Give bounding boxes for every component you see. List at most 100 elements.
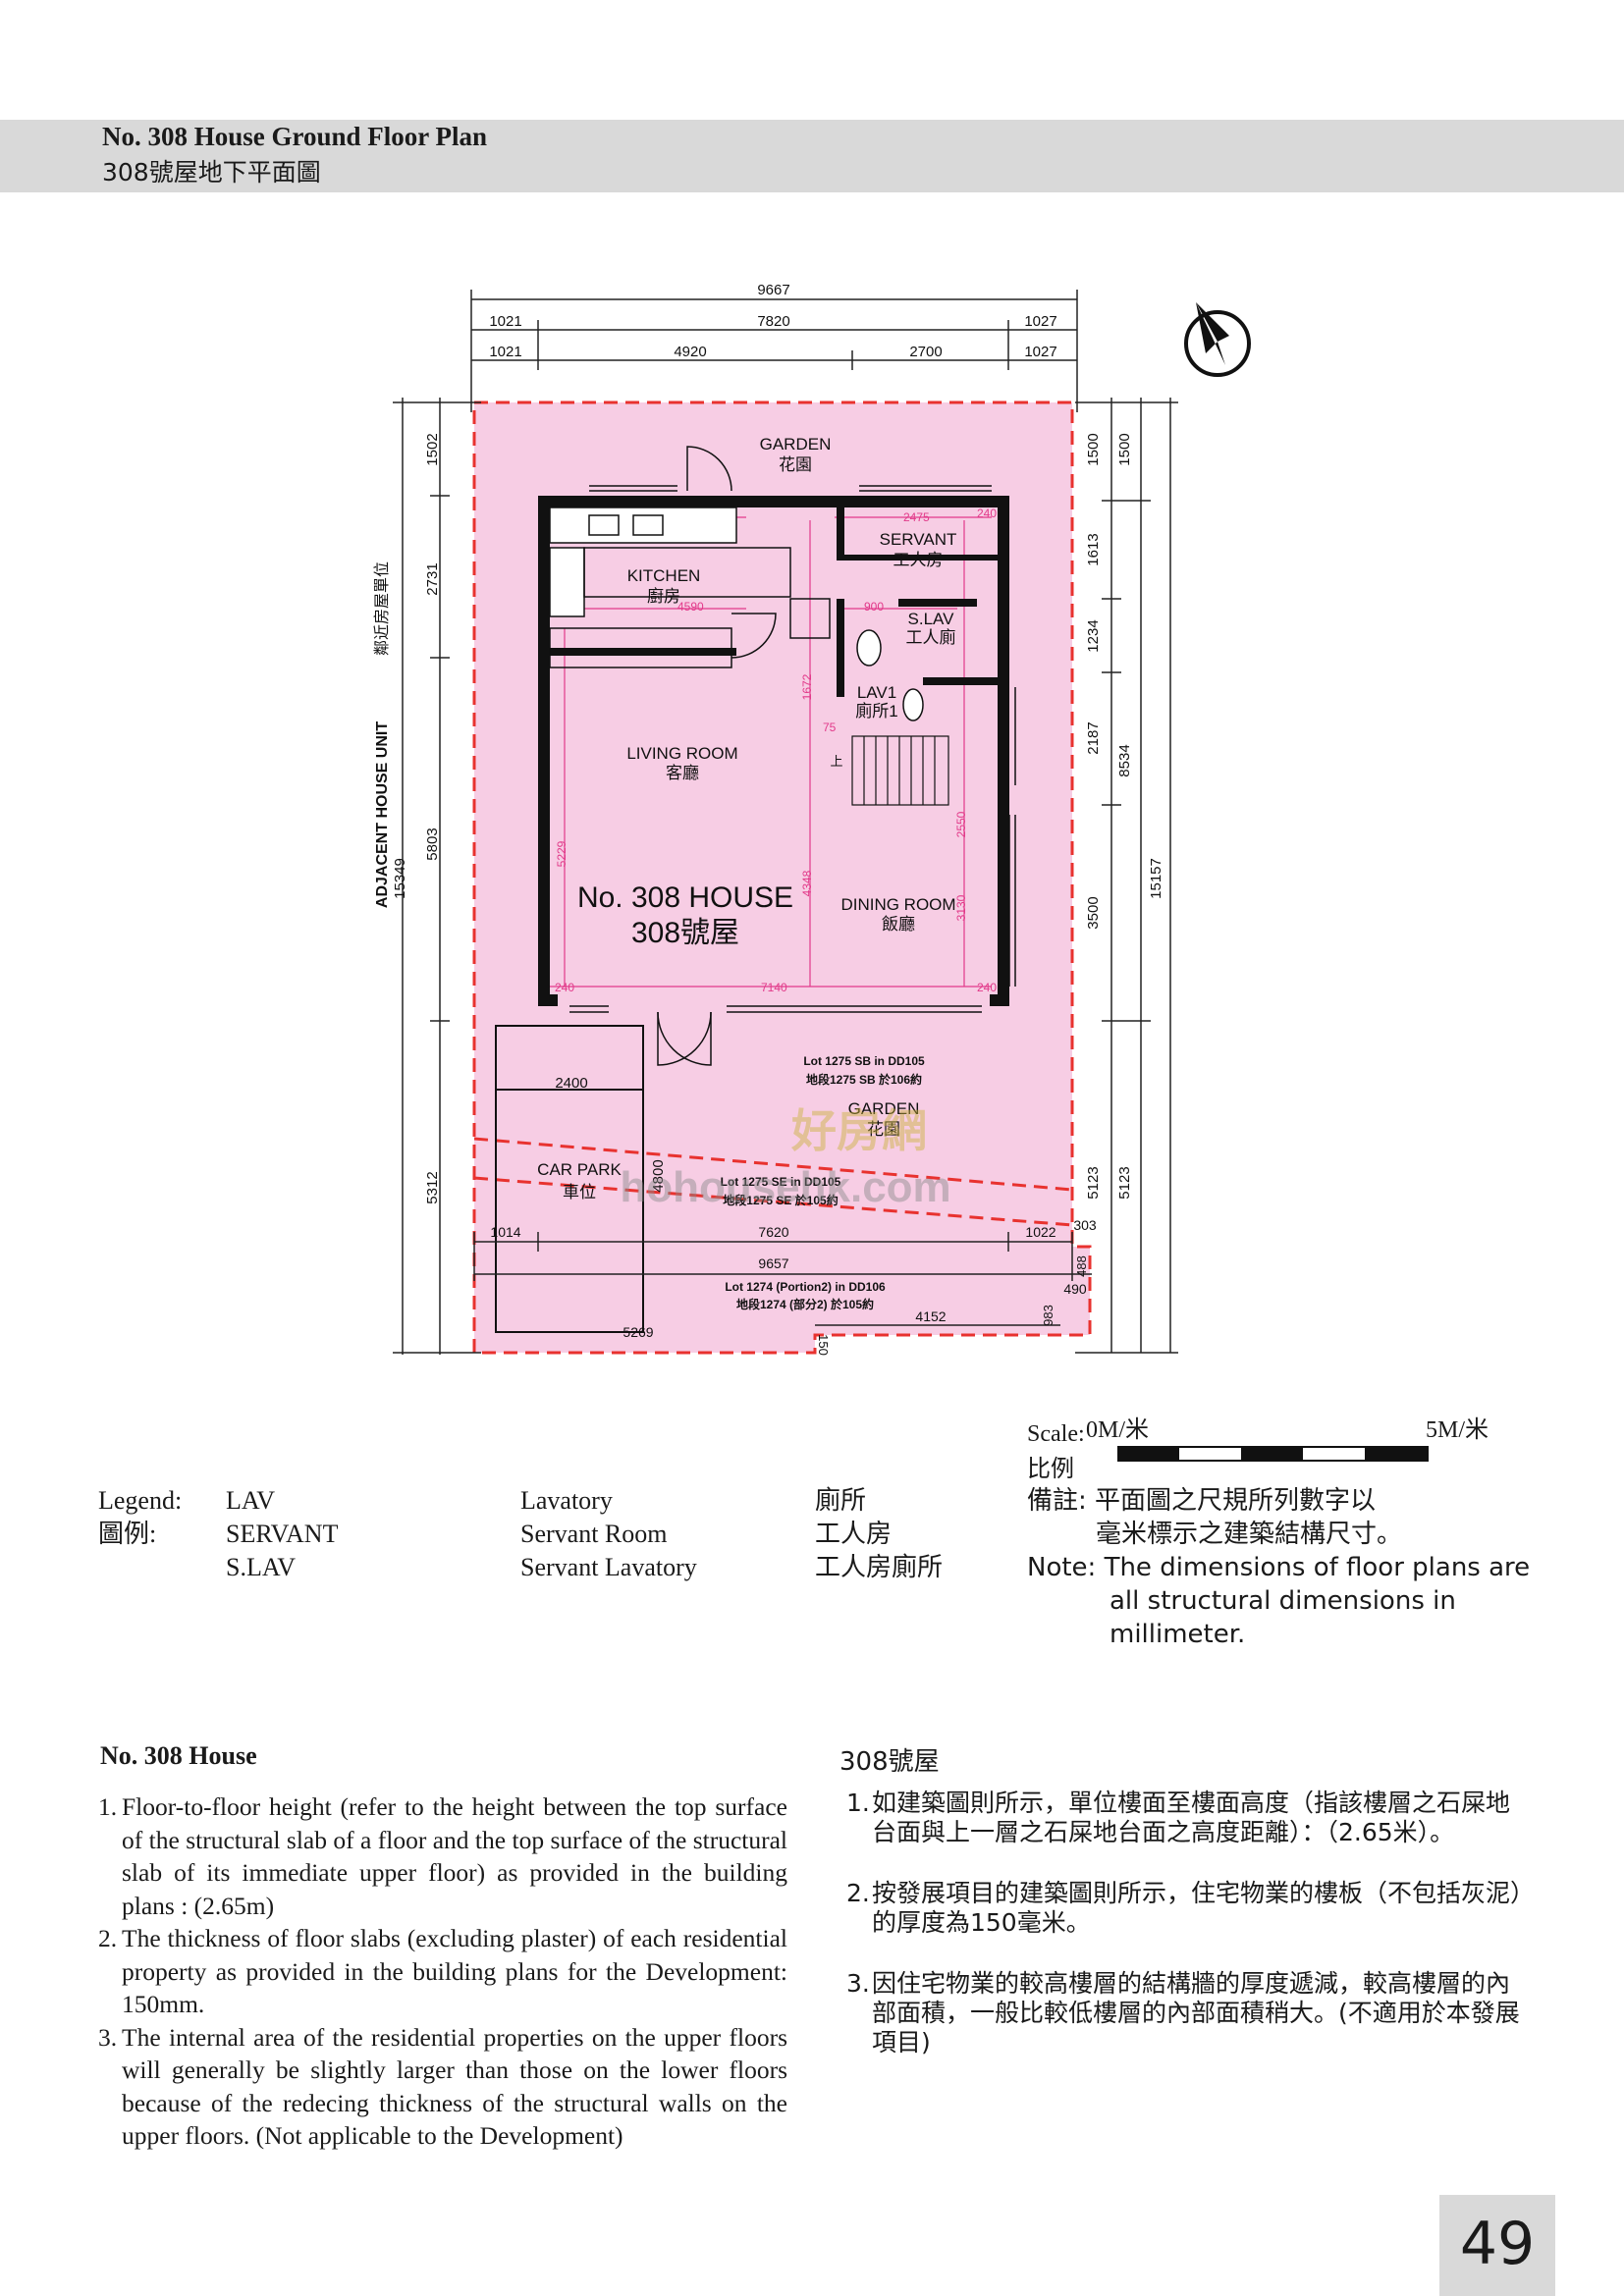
lot-2-zh: 地段1275 SE 於105約: [723, 1193, 838, 1207]
room-carpark: CAR PARK: [537, 1160, 622, 1179]
dim-bottom-9657: 9657: [758, 1255, 788, 1271]
legend-name: Servant Lavatory: [520, 1553, 697, 1581]
note-item-zh: 3.因住宅物業的較高樓層的結構牆的厚度遞減，較高樓層的內部面積，一般比較低樓層的…: [846, 1969, 1520, 2056]
dim-2550: 2550: [954, 811, 968, 837]
dim-240-d: 240: [555, 981, 574, 994]
dim-left-1: 1502: [424, 433, 441, 465]
dim-carpark-length: 4800: [650, 1159, 667, 1192]
watermark-en: hohousehk.com: [620, 1163, 950, 1211]
adjacent-house-label-chinese: 鄰近房屋單位: [373, 561, 391, 656]
dim-3130: 3130: [954, 894, 968, 921]
dim-bottom-303: 303: [1073, 1217, 1097, 1233]
house-name: No. 308 HOUSE: [577, 881, 793, 914]
window-lines: [569, 485, 1016, 1013]
dim-5229: 5229: [555, 840, 568, 867]
room-living: LIVING ROOM: [626, 744, 737, 763]
page-title-chinese: 308號屋地下平面圖: [102, 158, 321, 187]
walls: [538, 496, 1009, 1006]
note-item-zh: 1.如建築圖則所示，單位樓面至樓面高度（指該樓層之石屎地台面與上一層之石屎地台面…: [846, 1789, 1511, 1846]
dim-right-3: 1234: [1085, 619, 1102, 652]
lot-line-2: [473, 1176, 1073, 1227]
room-dining: DINING ROOM: [840, 895, 955, 914]
dim-kitchen-2: 4590: [677, 600, 704, 614]
lot-line-1: [473, 1137, 1073, 1192]
dim-right-overall: 15157: [1148, 858, 1164, 899]
door-swings: [657, 446, 777, 1066]
left-dimension-lines: [393, 398, 481, 1355]
legend-name-col: Lavatory Servant Room Servant Lavatory: [520, 1484, 697, 1584]
dim-bottom-150: 150: [816, 1334, 831, 1356]
dim-top-3d: 1027: [1024, 344, 1056, 360]
dim-bottom-7620: 7620: [758, 1224, 788, 1240]
stair-up-label: 上: [830, 754, 842, 769]
dim-left-4: 5312: [424, 1171, 441, 1203]
legend-name-zh: 工人房: [815, 1520, 893, 1549]
room-slav: S.LAV: [908, 610, 955, 628]
dim-bottom-1014: 1014: [490, 1224, 520, 1240]
scale-label-chinese: 比例: [1027, 1455, 1074, 1482]
section-title-chinese: 308號屋: [839, 1747, 940, 1777]
legend-name-zh-col: 廁所 工人房 工人房廁所: [815, 1484, 943, 1584]
scale-label: Scale:: [1027, 1421, 1085, 1447]
note-en-2: all structural dimensions in: [1110, 1586, 1456, 1616]
dim-top-2a: 1021: [489, 313, 521, 330]
page-number: 49: [1439, 2195, 1555, 2296]
legend-name: Servant Room: [520, 1520, 668, 1548]
scale-bar: [1117, 1446, 1429, 1462]
note-item: 2.The thickness of floor slabs (excludin…: [98, 1924, 787, 2018]
bottom-dimension-lines: [473, 1232, 1092, 1326]
scale-end: 5M/米: [1426, 1417, 1489, 1443]
dim-left-total: 15349: [392, 858, 408, 899]
legend-abbrev: LAV: [226, 1486, 276, 1515]
legend-label-zh: 圖例:: [98, 1520, 157, 1548]
dim-75: 75: [823, 721, 837, 734]
room-servant: SERVANT: [880, 530, 957, 549]
house-name-zh: 308號屋: [631, 917, 739, 949]
legend-abbrev-col: LAV SERVANT S.LAV: [226, 1484, 338, 1584]
room-kitchen-zh: 廚房: [647, 586, 680, 606]
dim-bottom-490: 490: [1063, 1281, 1087, 1297]
dim-bottom-488: 488: [1074, 1255, 1089, 1277]
dim-top-3c: 2700: [909, 344, 942, 360]
room-lav1-zh: 廁所1: [855, 701, 897, 721]
dim-top-2c: 1027: [1024, 313, 1056, 330]
dim-right-4: 2187: [1085, 721, 1102, 754]
dim-4348: 4348: [800, 870, 814, 896]
note-zh-1: 備註: 平面圖之尺規所列數字以: [1027, 1486, 1377, 1516]
dim-7140: 7140: [761, 981, 787, 994]
room-living-zh: 客廳: [666, 764, 699, 782]
dim-right-2: 1613: [1085, 533, 1102, 565]
dim-bottom-4152: 4152: [915, 1308, 946, 1324]
top-dimension-lines: [470, 290, 1078, 412]
lot-3-zh: 地段1274 (部分2) 於105約: [736, 1297, 874, 1311]
room-kitchen: KITCHEN: [627, 566, 701, 585]
dim-top-3a: 1021: [489, 344, 521, 360]
lot-1-zh: 地段1275 SB 於106約: [806, 1072, 922, 1087]
dim-240-c: 240: [977, 507, 997, 520]
lot-3: Lot 1274 (Portion2) in DD106: [725, 1280, 886, 1294]
watermark: 好房網 hohousehk.com: [620, 1105, 950, 1211]
note-item-zh: 2.按發展項目的建築圖則所示，住宅物業的樓板（不包括灰泥）的厚度為150毫米。: [846, 1879, 1523, 1937]
right-dimension-lines: [1075, 398, 1178, 1354]
dim-servant: 2475: [903, 510, 930, 524]
room-garden-top-zh: 花園: [779, 455, 812, 474]
room-dining-zh: 飯廳: [882, 915, 915, 934]
dim-bottom-983: 983: [1041, 1305, 1056, 1326]
dim-top-3b: 4920: [674, 344, 706, 360]
note-en-3: millimeter.: [1110, 1620, 1246, 1649]
scale-start: 0M/米: [1086, 1417, 1150, 1443]
note-item: 3.The internal area of the residential p…: [98, 2022, 787, 2151]
header-band: [0, 120, 1624, 192]
internal-dimension-lines: [545, 516, 992, 988]
legend-name: Lavatory: [520, 1486, 613, 1515]
floor-plan: 9667 1021 7820 1027 1021 4920 2700 1027 …: [373, 282, 1178, 1356]
lot-2: Lot 1275 SE in DD105: [721, 1175, 841, 1189]
dim-top-overall: 9667: [757, 282, 789, 298]
adjacent-house-label: ADJACENT HOUSE UNIT: [374, 721, 391, 908]
room-carpark-zh: 車位: [563, 1183, 596, 1201]
dim-right-outer-2: 8534: [1116, 744, 1133, 776]
note-item: 1.Floor-to-floor height (refer to the he…: [98, 1792, 787, 1920]
page-title: No. 308 House Ground Floor Plan: [102, 122, 488, 151]
note-block: 備註: 平面圖之尺規所列數字以 毫米標示之建築結構尺寸。 Note: The d…: [1027, 1484, 1530, 1651]
site-area: [474, 402, 1090, 1353]
